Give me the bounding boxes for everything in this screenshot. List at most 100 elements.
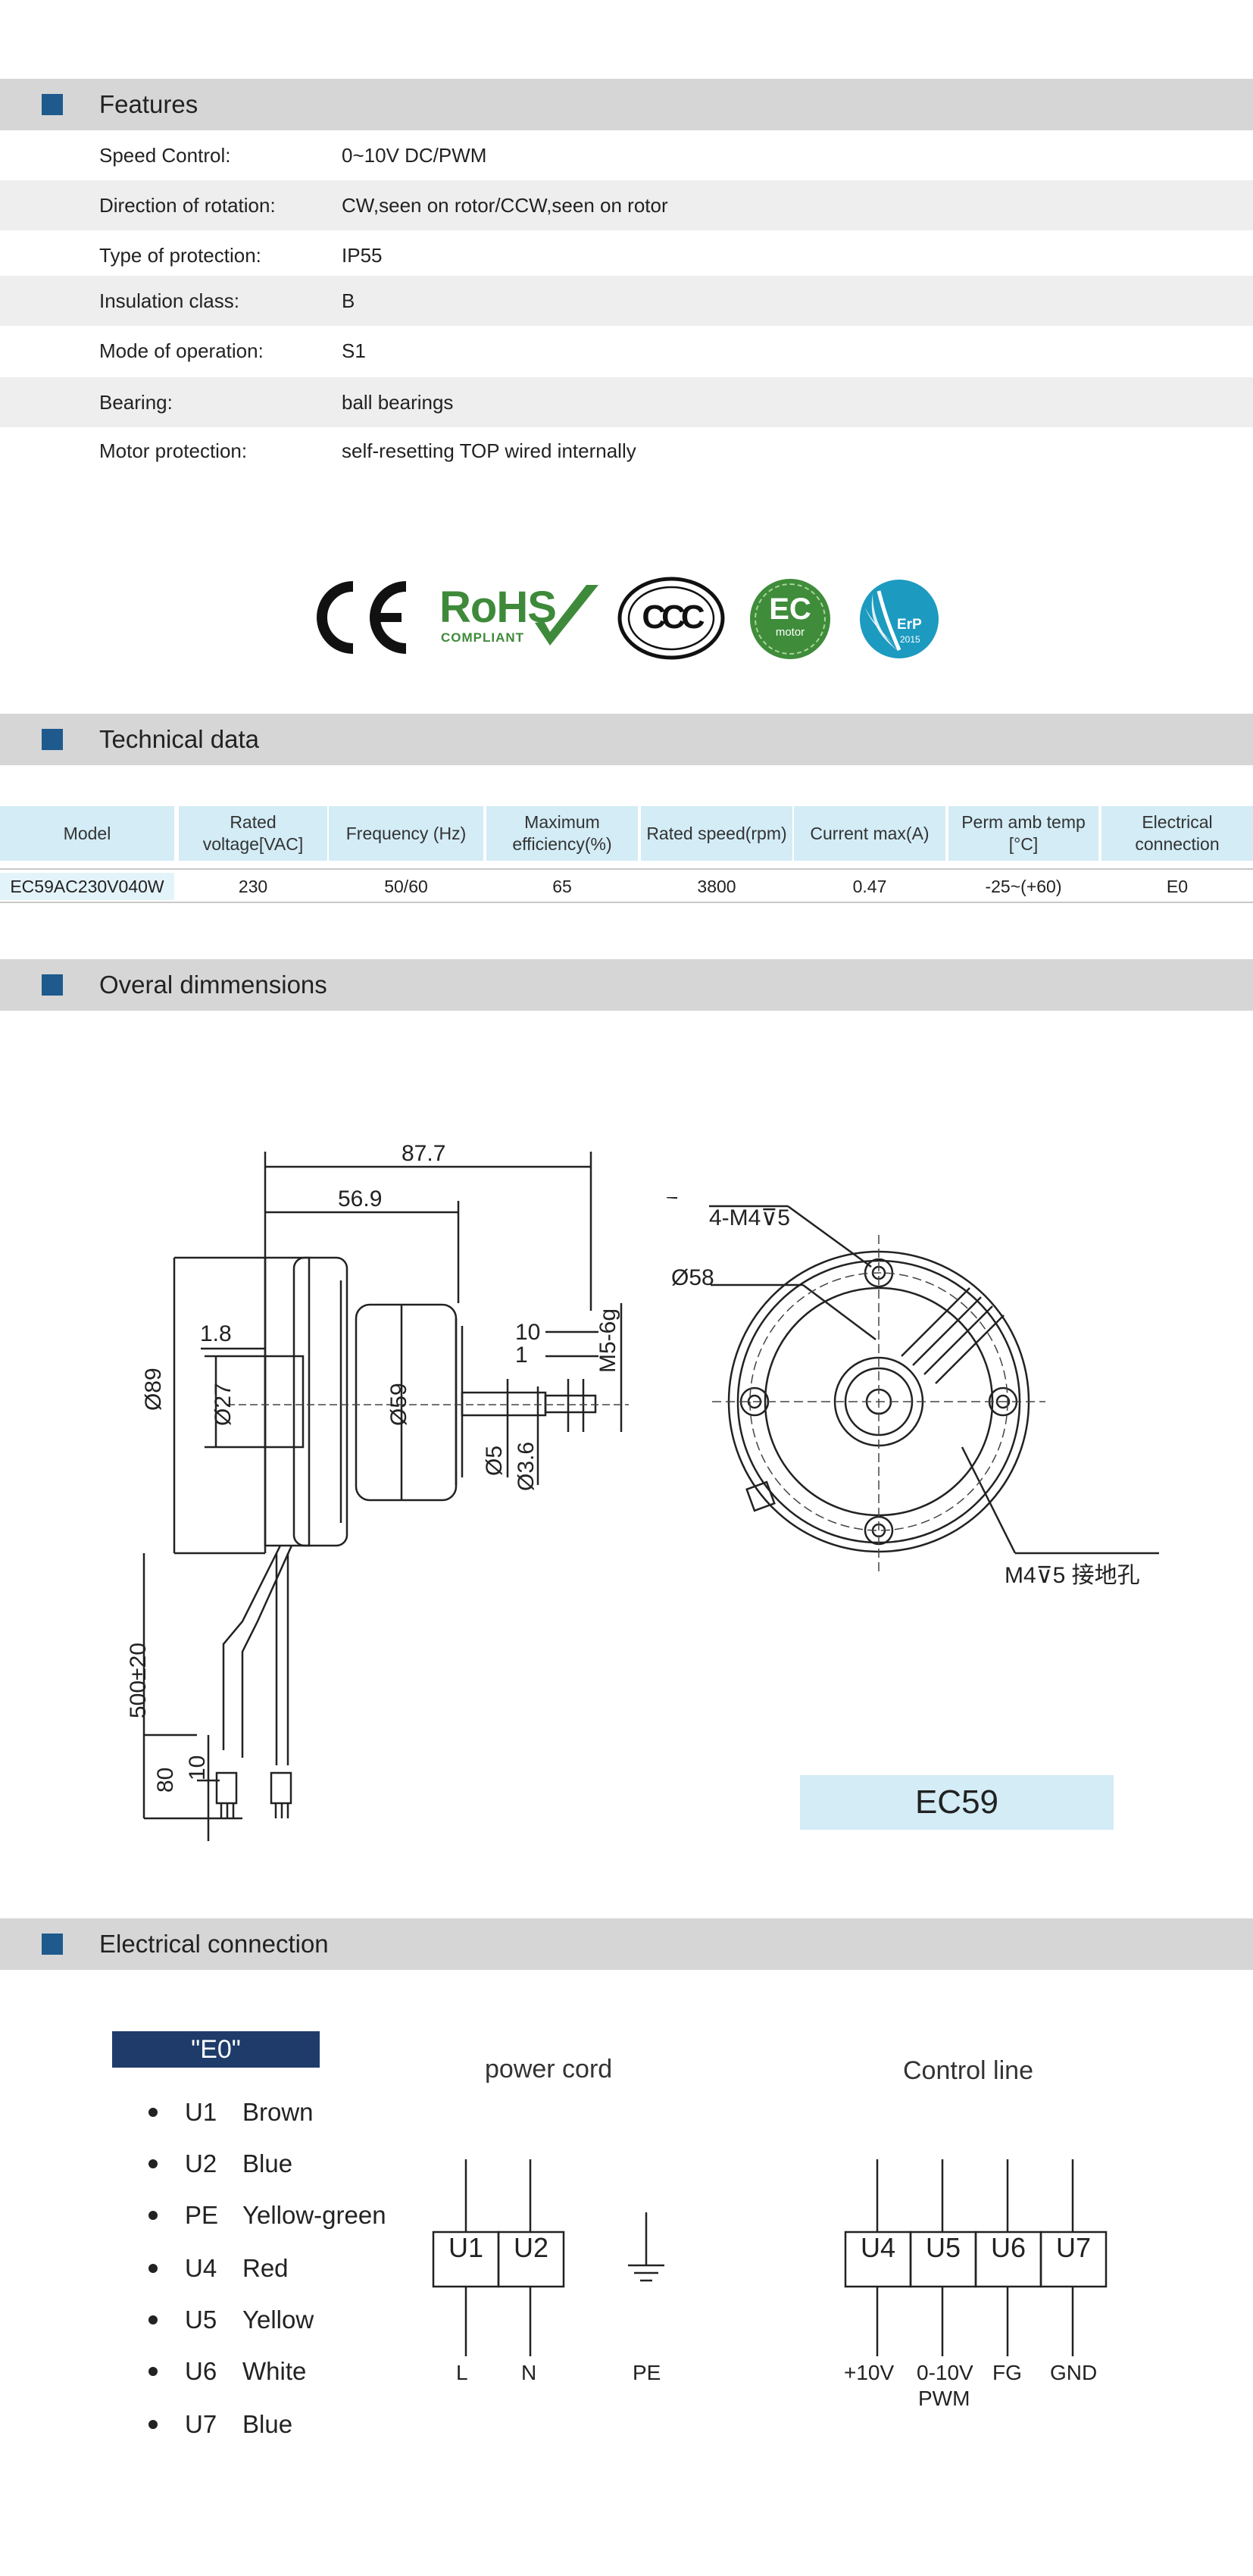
model-badge: EC59 [800, 1775, 1114, 1830]
erp-text: ErP [897, 617, 922, 633]
section-marker-icon [42, 94, 63, 115]
dim-d58: Ø58 [671, 1265, 714, 1290]
power-cord-diagram [432, 2159, 664, 2356]
dim-d59: Ø59 [386, 1383, 411, 1426]
ec-sub-text: motor [775, 626, 805, 639]
lead-gnd: GND [1050, 2361, 1098, 2384]
dim-1-8: 1.8 [200, 1321, 232, 1346]
wire-legend-item: U7 Blue [148, 2409, 292, 2440]
table-cell: 65 [552, 876, 572, 896]
wire-code: U2 [185, 2149, 217, 2177]
wire-code: U7 [185, 2410, 217, 2438]
table-divider [0, 868, 1253, 870]
motor-side-view-drawing [142, 1152, 629, 1841]
wire-code: U5 [185, 2306, 217, 2334]
feature-value: CW,seen on rotor/CCW,seen on rotor [342, 193, 668, 217]
wire-color: Yellow [242, 2306, 314, 2334]
wire-legend-item: PE Yellow-green [148, 2200, 386, 2231]
feature-row: Speed Control: 0~10V DC/PWM [0, 130, 1253, 180]
feature-row: Bearing: ball bearings [0, 377, 1253, 427]
section-marker-icon [42, 974, 63, 996]
dim-d3-6: Ø3.6 [514, 1441, 539, 1491]
feature-label: Bearing: [99, 390, 173, 414]
feature-row: Mode of operation: S1 [0, 326, 1253, 376]
dim-ground-hole: M4⊽5 接地孔 [1005, 1563, 1140, 1588]
table-header-cell: Rated speed(rpm) [641, 806, 792, 861]
control-line-title: Control line [903, 2056, 1033, 2085]
wire-legend-item: U1 Brown [148, 2097, 314, 2127]
lead-pe: PE [633, 2361, 661, 2384]
feature-label: Mode of operation: [99, 339, 264, 362]
table-header-cell: Rated voltage[VAC] [179, 806, 327, 861]
dim-d89: Ø89 [141, 1368, 166, 1411]
terminal-u2: U2 [513, 2232, 549, 2263]
feature-row: Type of protection: IP55 [0, 230, 1253, 280]
wire-legend-item: U6 White [148, 2356, 306, 2387]
dim-mount-holes: 4-M4⊽5 [709, 1205, 790, 1230]
dim-total-length: 87.7 [402, 1141, 446, 1166]
terminal-u1: U1 [448, 2232, 484, 2263]
bullet-icon [148, 2211, 158, 2220]
terminal-u6: U6 [990, 2232, 1026, 2263]
wire-legend-item: U5 Yellow [148, 2305, 314, 2335]
rohs-subtext: COMPLIANT [441, 630, 525, 645]
erp-logo: ErP 2015 [858, 577, 941, 661]
table-header-cell: Perm amb temp [°C] [948, 806, 1098, 861]
bullet-icon [148, 2315, 158, 2324]
ec-motor-logo: EC motor [750, 579, 830, 659]
rohs-logo: RoHS COMPLIANT [438, 579, 605, 655]
wire-code: U6 [185, 2357, 217, 2385]
ccc-logo: CCC [617, 576, 726, 661]
control-line-diagram [844, 2159, 1108, 2356]
feature-value: self-resetting TOP wired internally [342, 439, 636, 462]
wire-color: Brown [242, 2098, 314, 2126]
feature-label: Type of protection: [99, 243, 261, 267]
feature-label: Insulation class: [99, 289, 239, 312]
terminal-u5: U5 [925, 2232, 961, 2263]
connection-type-tag: "E0" [112, 2031, 320, 2068]
terminal-u7: U7 [1055, 2232, 1092, 2263]
bullet-icon [148, 2367, 158, 2376]
table-cell: 50/60 [384, 876, 428, 896]
bullet-icon [148, 2108, 158, 2117]
motor-front-view-drawing [667, 1197, 1159, 1576]
lead-l: L [456, 2361, 468, 2384]
technical-header: Technical data [0, 714, 1253, 765]
table-cell: EC59AC230V040W [0, 873, 174, 900]
wire-color: Red [242, 2254, 289, 2282]
wire-color: Blue [242, 2149, 293, 2177]
electrical-title: Electrical connection [99, 1930, 329, 1958]
terminal-u4: U4 [860, 2232, 896, 2263]
power-cord-title: power cord [485, 2055, 613, 2084]
ec-text: EC [769, 592, 811, 626]
section-marker-icon [42, 1934, 63, 1955]
feature-value: IP55 [342, 243, 383, 267]
table-cell: -25~(+60) [985, 876, 1062, 896]
bullet-icon [148, 2420, 158, 2429]
dim-m5: M5-6g [595, 1308, 620, 1373]
table-header-cell: Model [0, 806, 174, 861]
dim-d5: Ø5 [482, 1445, 507, 1476]
bullet-icon [148, 2264, 158, 2273]
lead-pwm: PWM [918, 2387, 970, 2410]
wire-code: U1 [185, 2098, 217, 2126]
dim-80: 80 [153, 1767, 178, 1793]
table-cell: E0 [1166, 876, 1189, 896]
features-title: Features [99, 90, 198, 118]
ccc-text: CCC [642, 599, 705, 636]
feature-value: B [342, 289, 355, 312]
table-header-cell: Current max(A) [794, 806, 945, 861]
feature-value: ball bearings [342, 390, 454, 414]
electrical-header: Electrical connection [0, 1918, 1253, 1970]
dim-cable-length: 500±20 [126, 1643, 151, 1718]
lead-fg: FG [992, 2361, 1022, 2384]
erp-year: 2015 [900, 634, 920, 645]
wire-code: U4 [185, 2254, 217, 2282]
dimensions-header: Overal dimmensions [0, 959, 1253, 1011]
lead-n: N [521, 2361, 537, 2384]
wire-legend-item: U4 Red [148, 2253, 289, 2284]
table-cell: 3800 [697, 876, 736, 896]
feature-row: Motor protection: self-resetting TOP wir… [0, 426, 1253, 476]
bullet-icon [148, 2159, 158, 2168]
feature-row: Insulation class: B [0, 276, 1253, 326]
